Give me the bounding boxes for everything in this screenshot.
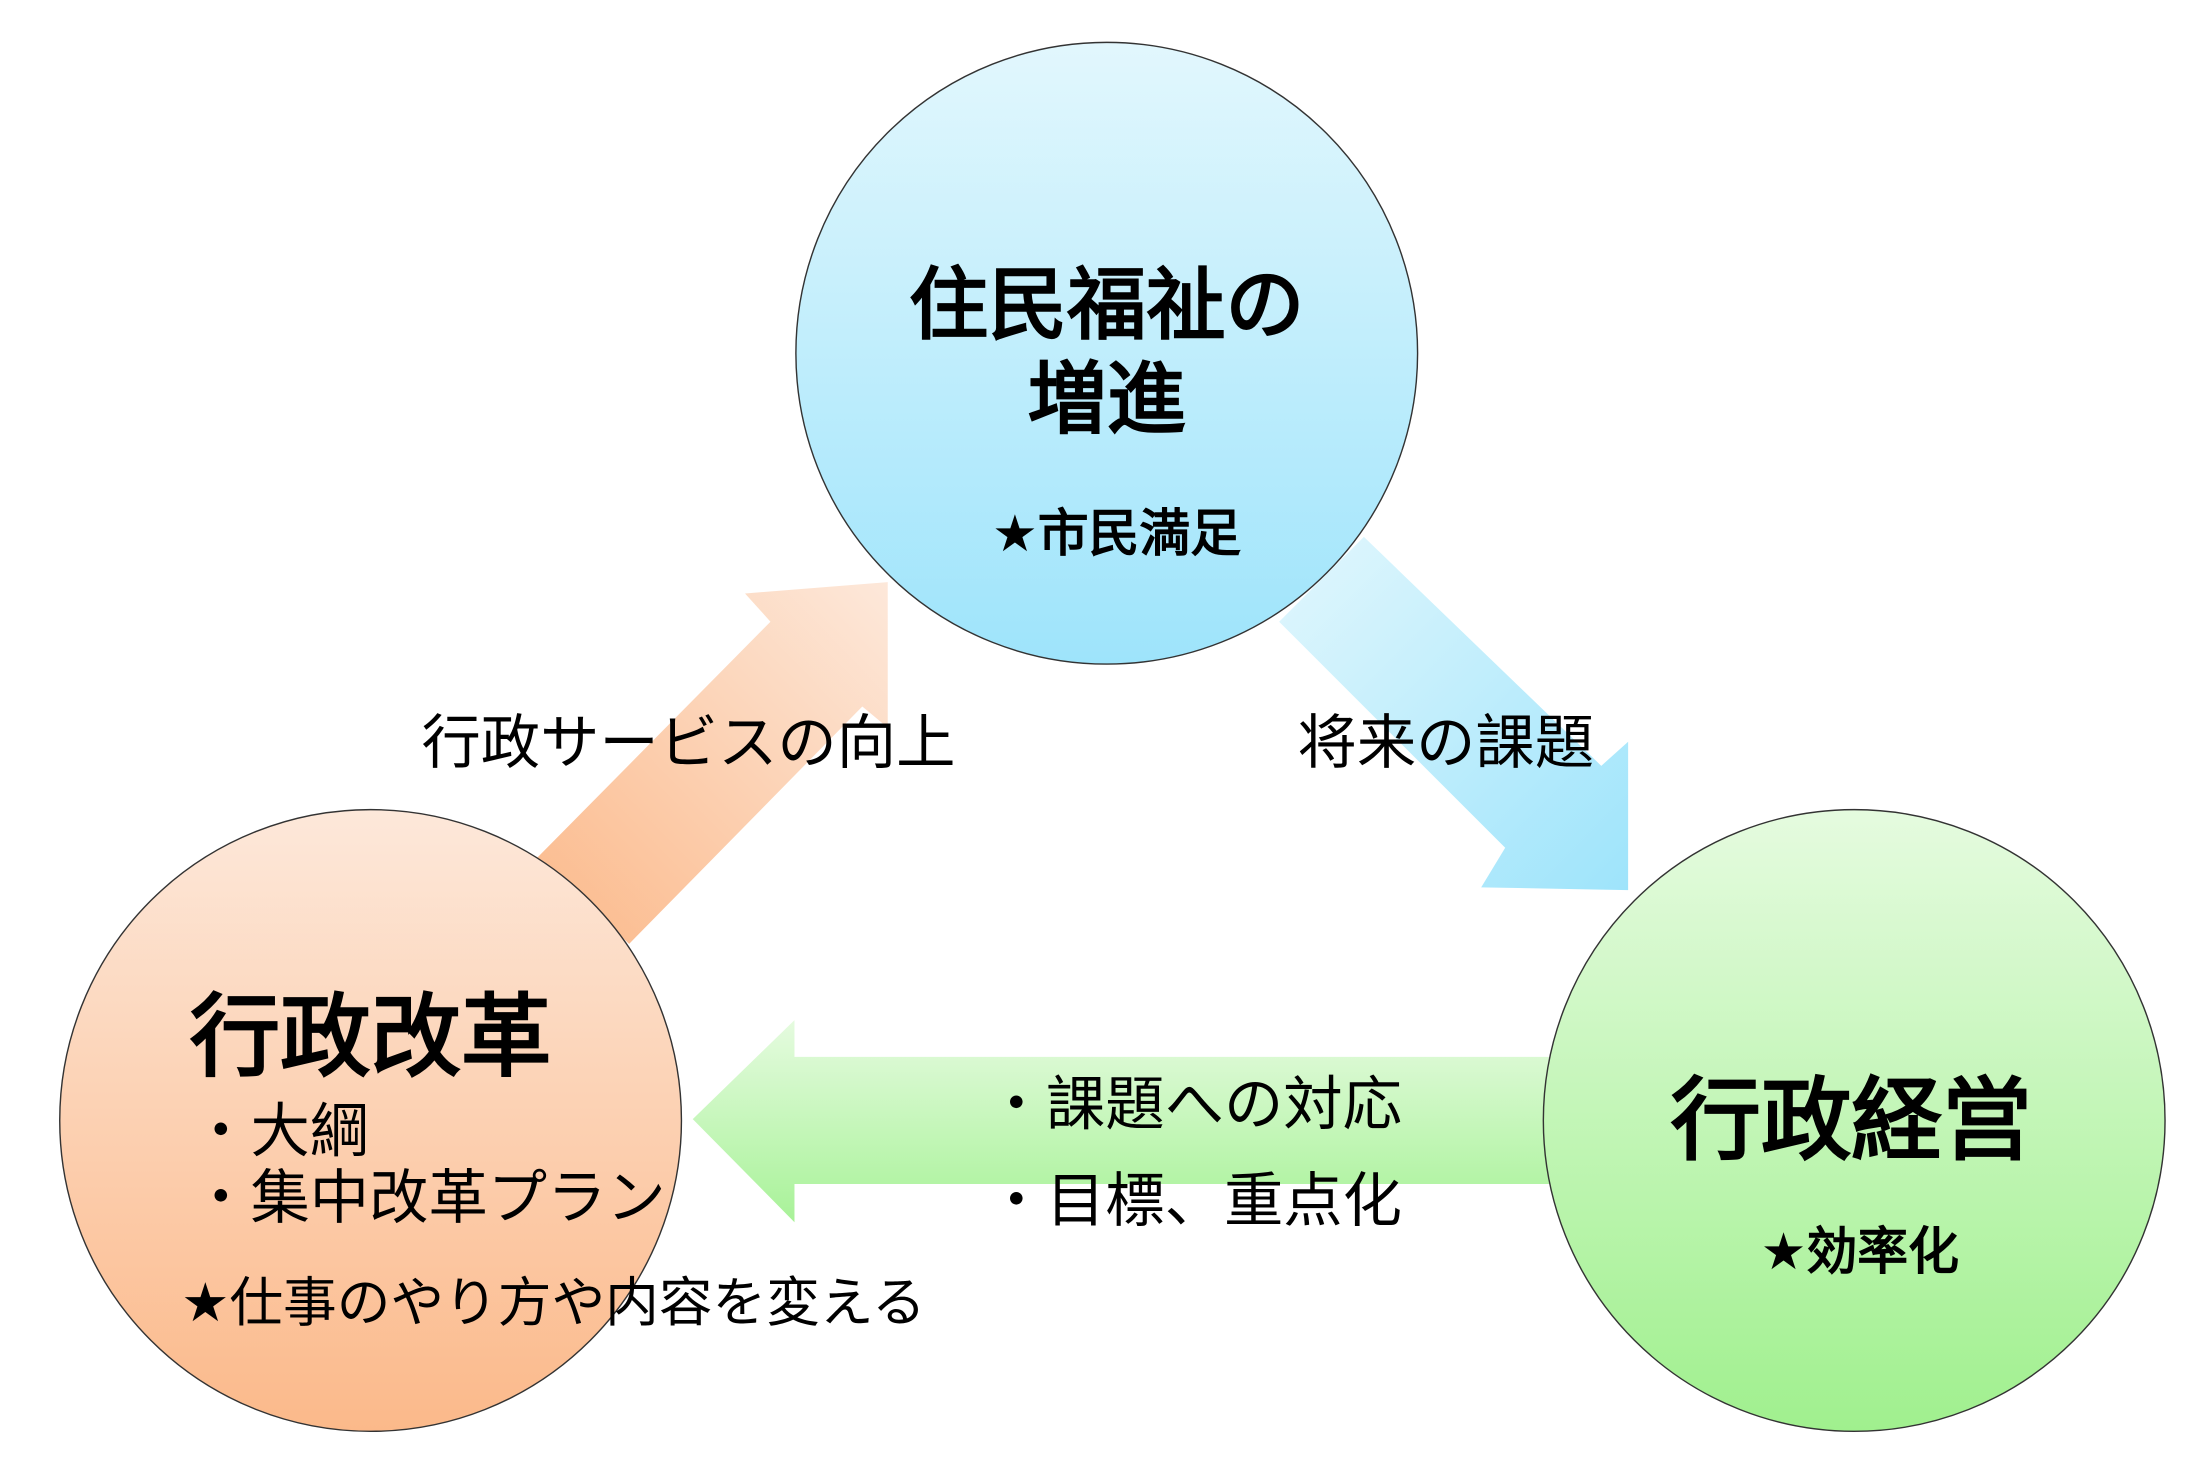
arrow-top-to-right [1279, 536, 1629, 891]
arrow-right-to-left [692, 1020, 1559, 1223]
left-title: 行政改革 [190, 985, 552, 1090]
right-note: ★効率化 [1761, 1222, 1959, 1281]
node-left-circle [59, 808, 683, 1433]
right-title: 行政経営 [1671, 1069, 2033, 1174]
top-title-line1: 住民福祉の [909, 259, 1305, 351]
arrow-left-to-top [537, 582, 888, 944]
left-item-2: ・集中改革プラン [191, 1163, 666, 1232]
label-future-issues: 将来の課題 [1297, 708, 1594, 777]
node-top-circle [795, 41, 1419, 665]
left-note: ★仕事のやり方や内容を変える [181, 1271, 925, 1334]
top-note: ★市民満足 [992, 504, 1241, 563]
label-response-item-2: ・目標、重点化 [987, 1166, 1402, 1235]
left-item-1: ・大綱 [191, 1097, 369, 1166]
label-service-improvement: 行政サービスの向上 [421, 708, 955, 777]
label-response-item-1: ・課題への対応 [987, 1070, 1402, 1139]
top-title-line2: 増進 [1028, 354, 1186, 446]
node-right-circle [1542, 808, 2166, 1433]
